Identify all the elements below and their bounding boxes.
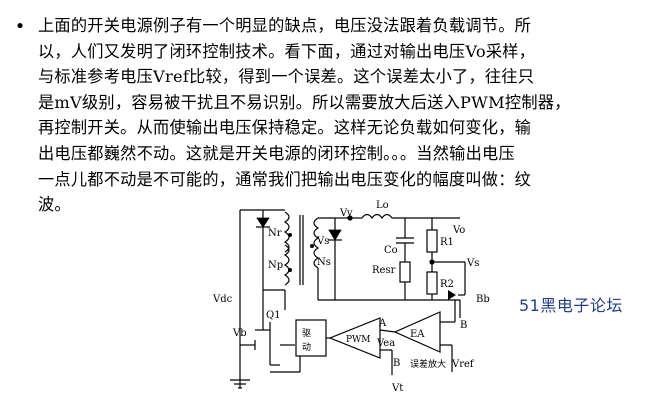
label-a: A xyxy=(378,318,387,329)
paragraph-line: 出电压都巍然不动。这就是开关电源的闭环控制。。。当然输出电压 xyxy=(38,143,515,163)
paragraph-line: 一点儿都不动是不可能的，通常我们把输出电压变化的幅度叫做：纹 xyxy=(38,169,532,189)
bullet-point: • xyxy=(14,16,26,37)
paragraph-line: 是mV级别，容易被干扰且不易识别。所以需要放大后送入PWM控制器， xyxy=(38,92,571,112)
label-vs-secondary: Vs xyxy=(316,236,329,247)
transformer xyxy=(263,211,320,310)
label-error-amplifier: 误差放大 xyxy=(410,358,446,370)
paragraph-line: 上面的开关电源例子有一个明显的缺点，电压没法跟着负载调节。所 xyxy=(38,16,532,35)
paragraph-line: 波。 xyxy=(38,195,71,215)
label-vt: Vt xyxy=(391,383,403,394)
label-np: Np xyxy=(268,260,283,271)
label-co: Co xyxy=(384,245,398,256)
label-vs-feedback: Vs xyxy=(466,258,479,269)
feedback-loop xyxy=(270,262,466,375)
label-resr: Resr xyxy=(372,265,396,276)
label-driver-2: 动 xyxy=(302,342,311,353)
label-vb: Vb xyxy=(232,328,247,339)
label-nr: Nr xyxy=(268,228,282,239)
label-pwm: PWM xyxy=(346,335,371,345)
paragraph-line: 以，人们又发明了闭环控制技术。看下面，通过对输出电压Vo采样， xyxy=(38,41,536,61)
label-b-pwm: B xyxy=(393,358,400,369)
label-r1: R1 xyxy=(440,237,454,248)
secondary-circuit xyxy=(317,213,465,318)
label-q1: Q1 xyxy=(266,310,281,321)
label-ns: Ns xyxy=(317,257,331,268)
label-lo: Lo xyxy=(376,200,389,211)
label-vea: Vea xyxy=(376,338,395,349)
label-vo: Vo xyxy=(452,225,465,236)
label-b-ea: B xyxy=(460,320,467,331)
label-bb: Bb xyxy=(476,294,490,305)
label-ea: EA xyxy=(410,329,425,340)
label-r2: R2 xyxy=(440,279,454,290)
schematic-labels: Vy Lo Vo Nr Vs Co R1 Np Ns Resr Vs R2 Vd… xyxy=(212,200,490,394)
forum-watermark: 51黑电子论坛 xyxy=(519,296,623,315)
paragraph-body: 上面的开关电源例子有一个明显的缺点，电压没法跟着负载调节。所 以，人们又发明了闭… xyxy=(38,13,646,218)
label-driver-1: 驱 xyxy=(302,328,311,339)
label-vy: Vy xyxy=(339,208,353,219)
label-vref: Vref xyxy=(451,359,475,370)
primary-circuit xyxy=(230,209,295,389)
label-vdc: Vdc xyxy=(212,294,233,305)
paragraph-line: 与标准参考电压Vref比较，得到一个误差。这个误差太小了，往往只 xyxy=(38,67,535,87)
paragraph-line: 再控制开关。从而使输出电压保持稳定。这样无论负载如何变化，输 xyxy=(38,118,532,138)
